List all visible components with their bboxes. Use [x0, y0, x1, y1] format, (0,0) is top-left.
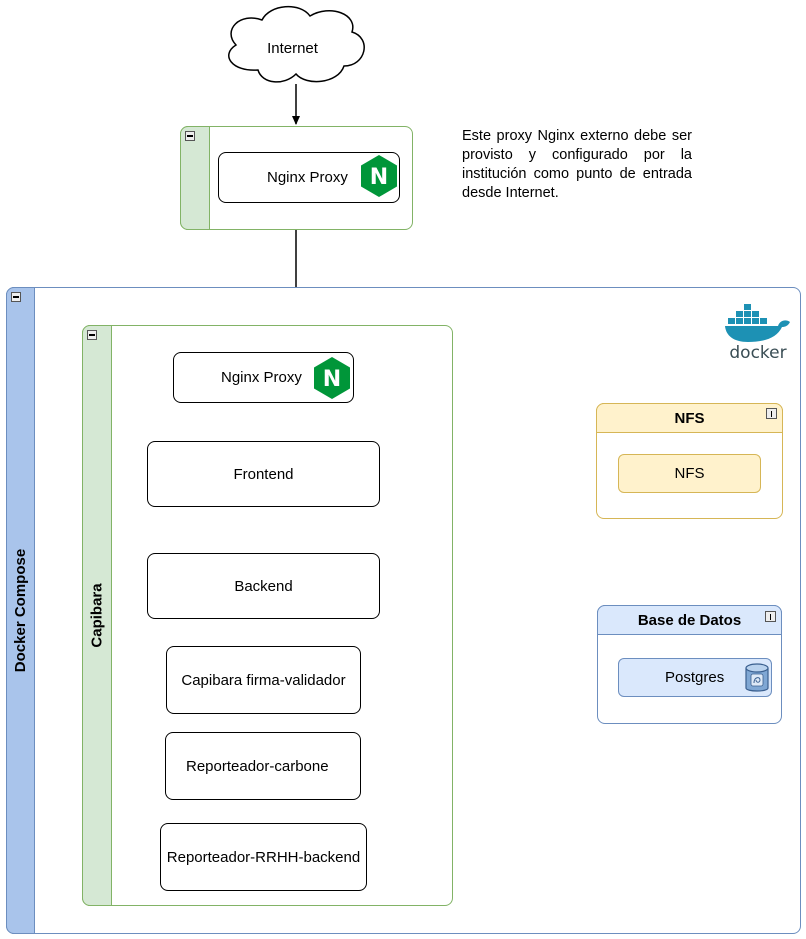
- database-header: Base de Datos: [597, 605, 782, 635]
- nfs-node[interactable]: NFS: [618, 454, 761, 493]
- info-icon[interactable]: [765, 611, 776, 622]
- service-nginx-proxy[interactable]: Nginx Proxy: [173, 352, 354, 403]
- service-firma-validador-label: Capibara firma-validador: [181, 671, 346, 689]
- service-backend-label: Backend: [234, 577, 293, 595]
- postgres-node-label: Postgres: [665, 669, 725, 686]
- service-frontend[interactable]: Frontend: [147, 441, 380, 507]
- service-nginx-proxy-label: Nginx Proxy: [221, 369, 302, 386]
- docker-compose-strip: Docker Compose: [6, 287, 35, 934]
- info-icon[interactable]: [766, 408, 777, 419]
- database-icon: [745, 663, 769, 692]
- database-title: Base de Datos: [637, 611, 742, 629]
- collapse-icon[interactable]: [185, 131, 195, 141]
- service-frontend-label: Frontend: [233, 465, 294, 483]
- nfs-node-label: NFS: [674, 465, 705, 482]
- external-proxy-note: Este proxy Nginx externo debe ser provis…: [462, 128, 692, 201]
- service-reporteador-rrhh[interactable]: Reporteador-RRHH-backend: [160, 823, 367, 891]
- nginx-logo-icon: N: [361, 155, 397, 197]
- docker-logo-icon: docker: [725, 304, 790, 362]
- collapse-icon[interactable]: [87, 330, 97, 340]
- external-nginx-proxy-label: Nginx Proxy: [267, 169, 348, 186]
- nginx-logo-letter: N: [323, 367, 341, 392]
- service-backend[interactable]: Backend: [147, 553, 380, 619]
- docker-compose-label: Docker Compose: [12, 548, 29, 673]
- service-reporteador-carbone[interactable]: Reporteador-carbone: [165, 732, 361, 800]
- nginx-logo-icon: N: [314, 357, 350, 399]
- external-proxy-container-strip: [180, 126, 210, 230]
- internet-label: Internet: [267, 39, 318, 57]
- collapse-icon[interactable]: [11, 292, 21, 302]
- nginx-logo-letter: N: [370, 165, 388, 190]
- cloud-icon: [228, 5, 365, 83]
- nfs-title: NFS: [674, 409, 705, 427]
- capibara-strip: Capibara: [82, 325, 112, 906]
- service-reporteador-carbone-label: Reporteador-carbone: [186, 757, 329, 775]
- service-firma-validador[interactable]: Capibara firma-validador: [166, 646, 361, 714]
- capibara-label: Capibara: [88, 583, 106, 648]
- service-reporteador-rrhh-label: Reporteador-RRHH-backend: [166, 848, 361, 866]
- docker-logo-text: docker: [729, 343, 786, 362]
- nfs-header: NFS: [596, 403, 783, 433]
